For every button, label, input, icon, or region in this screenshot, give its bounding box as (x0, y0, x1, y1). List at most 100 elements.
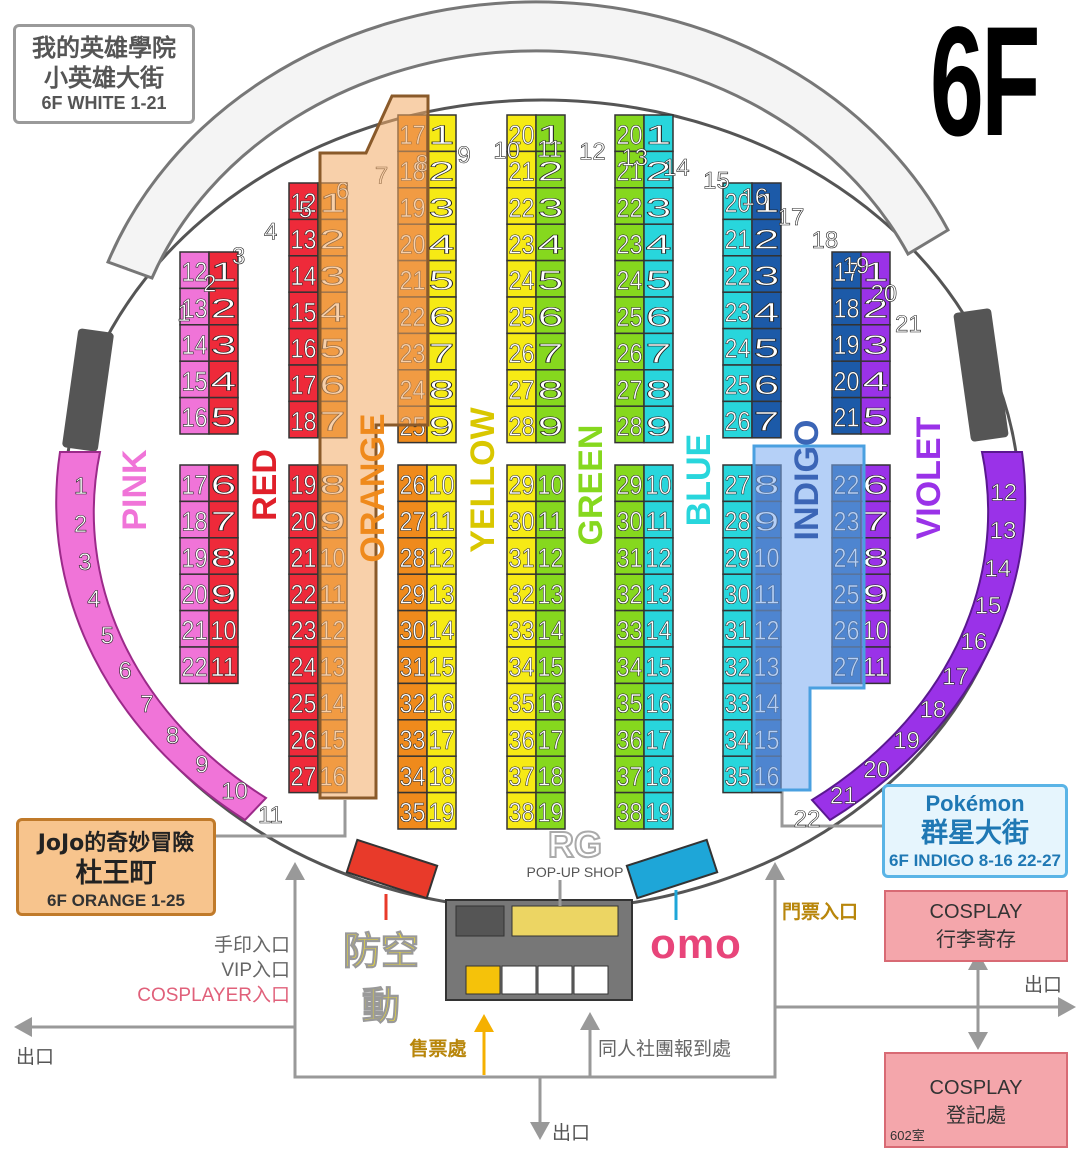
ticket-office: 售票處 (409, 1039, 467, 1060)
white-zone-number: 20 (870, 281, 897, 308)
cyan-booth-number: 6 (646, 302, 672, 332)
cyan-booth-number: 34 (725, 725, 751, 755)
orange-booth (397, 719, 428, 757)
cyan-booth-number: 8 (646, 375, 672, 405)
yellow-booth-number: 6 (429, 302, 455, 332)
cyan-booth-number: 4 (646, 229, 672, 259)
label-blue: BLUE (680, 434, 718, 527)
red-booth-number: 1 (211, 257, 237, 287)
green-booth-number: 20 (617, 120, 643, 150)
violet-arc-number: 17 (942, 663, 969, 690)
yellow-booth (506, 296, 537, 335)
green-booth (614, 646, 645, 685)
label-green: GREEN (572, 425, 610, 546)
green-booth (614, 464, 645, 503)
entrance-ticket-gate: 門票入口 (782, 902, 859, 923)
yellow-booth-number: 1 (429, 120, 455, 150)
yellow-booth-number: 30 (509, 507, 535, 537)
pink-arc-number: 4 (87, 586, 100, 613)
green-booth-number: 5 (538, 266, 564, 296)
red-booth (208, 609, 239, 648)
yellow-booth-number: 20 (509, 120, 535, 150)
cyan-booth-number: 26 (725, 407, 751, 437)
pink-arc-number: 7 (140, 691, 153, 718)
red-booth (288, 291, 319, 330)
green-booth-number: 22 (617, 193, 643, 223)
yellow-booth (506, 682, 537, 721)
violet-booth-number: 9 (863, 579, 889, 609)
white-zone-label: 我的英雄學院 小英雄大街 6F WHITE 1-21 (13, 24, 195, 124)
violet-arc-number: 22 (794, 806, 821, 833)
yellow-booth (506, 223, 537, 262)
label-pink: PINK (116, 449, 154, 531)
cyan-booth-number: 18 (646, 761, 672, 791)
green-booth (614, 719, 645, 757)
white-zone-number: 14 (663, 154, 690, 181)
yellow-booth-number: 38 (509, 798, 535, 828)
green-booth-number: 8 (538, 375, 564, 405)
label-indigo: INDIGO (788, 420, 826, 541)
red-booth-number: 4 (211, 366, 237, 396)
red-booth-number: 8 (211, 543, 237, 573)
green-booth (614, 609, 645, 648)
cyan-booth-number: 33 (725, 689, 751, 719)
green-booth-number: 6 (538, 302, 564, 332)
booth-grids: 1213141516123451718192021226789101112131… (179, 114, 891, 830)
orange-booth-number: 32 (400, 689, 426, 719)
pink-arc-band (55, 451, 268, 822)
orange-booth-number: 34 (400, 761, 426, 791)
pink-arc-number: 10 (221, 778, 248, 805)
cyan-booth-number: 2 (646, 157, 672, 187)
cyan-booth (722, 719, 753, 757)
blue-booth (751, 364, 782, 403)
ticket-window-3 (537, 965, 573, 995)
cyan-booth (643, 573, 674, 612)
cosplay-register-line1: COSPLAY (929, 1077, 1023, 1099)
yellow-booth-number: 3 (429, 193, 455, 223)
ticket-window-2 (501, 965, 537, 995)
green-booth-number: 11 (538, 507, 564, 537)
yellow-booth (506, 114, 537, 153)
yellow-booth-number: 32 (509, 579, 535, 609)
yellow-booth (426, 609, 457, 648)
red-booth (288, 327, 319, 366)
green-booth (614, 187, 645, 225)
green-booth-number: 27 (617, 375, 643, 405)
yellow-booth (506, 791, 537, 830)
green-booth-number: 1 (538, 120, 564, 150)
cyan-booth (643, 114, 674, 153)
yellow-booth (426, 573, 457, 612)
red-booth (208, 537, 239, 575)
red-booth-number: 27 (291, 761, 317, 791)
pink-booth-number: 22 (182, 652, 208, 682)
violet-booth (860, 396, 891, 435)
red-booth (288, 682, 319, 721)
yellow-booth (426, 791, 457, 830)
red-booth-number: 2 (211, 294, 237, 324)
counter-dark (455, 905, 505, 937)
yellow-booth-number: 21 (509, 157, 535, 187)
pink-booth (179, 537, 210, 575)
yellow-booth (506, 150, 537, 189)
blue-booth-number: 17 (834, 257, 860, 287)
yellow-booth-number: 17 (429, 725, 455, 755)
violet-booth (860, 251, 891, 290)
green-booth (535, 609, 566, 648)
yellow-booth-number: 14 (429, 616, 455, 646)
violet-booth-number: 1 (863, 257, 889, 287)
orange-booth-number: 26 (400, 470, 426, 500)
red-booth-number: 7 (211, 507, 237, 537)
orange-zone-highlight (318, 94, 430, 800)
white-zone-number: 15 (703, 168, 730, 195)
yellow-booth-number: 22 (509, 193, 535, 223)
red-booth (208, 646, 239, 685)
green-booth-number: 21 (617, 157, 643, 187)
orange-zone-label: JoJo的奇妙冒險 杜王町 6F ORANGE 1-25 (16, 818, 216, 916)
pink-arc-number: 2 (74, 511, 87, 538)
violet-arc-number: 18 (920, 697, 947, 724)
green-booth-number: 3 (538, 193, 564, 223)
violet-booth (860, 360, 891, 399)
blue-booth-number: 6 (754, 370, 780, 400)
cyan-booth (643, 500, 674, 539)
red-booth (288, 573, 319, 612)
